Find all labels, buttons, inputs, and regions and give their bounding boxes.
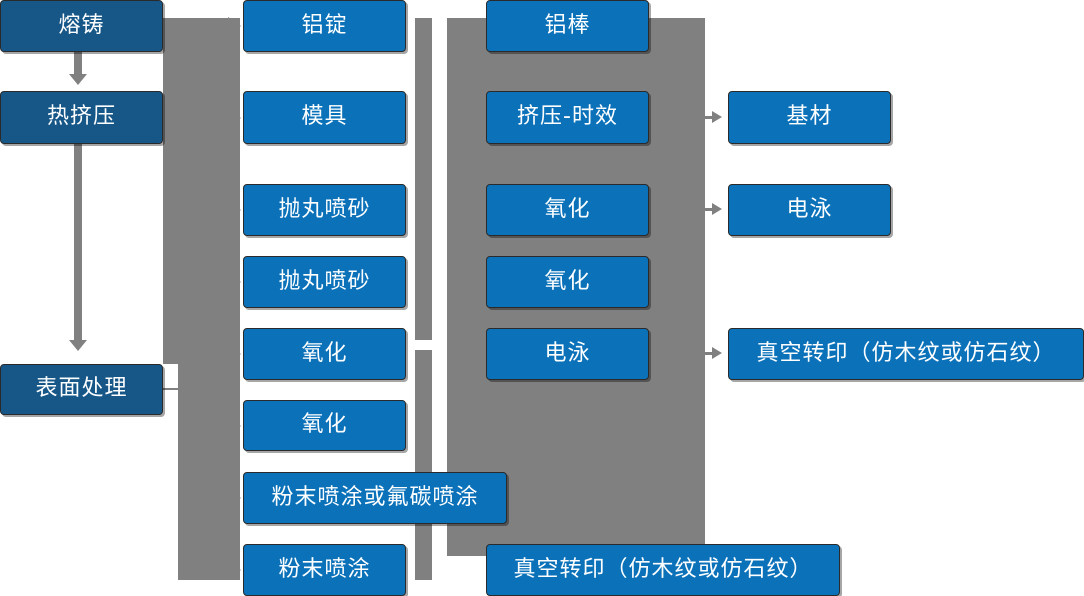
connector-arrow-down-extrusion [69,340,87,351]
connector-left-trunk-bottom [178,364,240,580]
connector-arrow-to-c2-3 [228,201,241,219]
connector-arrow-to-c4-1 [712,111,722,123]
connector-notch-3 [432,184,447,202]
connector-arrow-to-c4-3 [712,347,722,359]
product-box-substrate[interactable]: 基材 [728,91,891,144]
process-box-aluminum-bar[interactable]: 铝棒 [486,0,649,52]
process-box-mold[interactable]: 模具 [243,91,406,144]
process-box-shot-blasting-1[interactable]: 抛丸喷砂 [243,184,406,236]
process-box-oxidation-c2-2[interactable]: 氧化 [243,400,406,451]
process-box-electrophoresis-c3[interactable]: 电泳 [486,328,649,380]
connector-notch-5 [432,241,447,338]
connector-mid-bus-lower [415,350,432,580]
process-box-aluminum-ingot[interactable]: 铝锭 [243,0,406,52]
connector-surface-treatment-stub [163,388,185,390]
connector-arrow-to-c2-2 [228,109,241,127]
connector-tail-to-c4-3 [705,352,717,355]
connector-notch-2 [432,127,447,182]
stage-box-surface-treatment[interactable]: 表面处理 [0,364,163,415]
connector-arrow-to-c2-4 [228,273,241,291]
connector-arrow-to-c2-1 [228,17,241,35]
connector-stage1-stage2-line [74,52,82,76]
connector-left-trunk-top [163,18,240,364]
process-box-shot-blasting-2[interactable]: 抛丸喷砂 [243,256,406,308]
process-box-extrusion-aging[interactable]: 挤压-时效 [486,91,649,144]
connector-arrow-to-c2-8 [228,561,241,579]
connector-notch-1 [432,18,447,125]
connector-arrow-down-melting [69,74,87,85]
stage-box-hot-extrusion[interactable]: 热挤压 [0,91,163,144]
connector-arrow-to-c2-7 [228,489,241,507]
connector-tail-to-c4-1 [705,116,717,119]
connector-arrow-to-c2-6 [228,417,241,435]
connector-notch-6 [432,352,447,555]
connector-arrow-to-c2-5 [228,345,241,363]
connector-arrow-to-c4-2 [712,203,722,215]
process-box-vacuum-transfer-c3[interactable]: 真空转印（仿木纹或仿石纹） [486,544,840,596]
process-box-oxidation-c2-1[interactable]: 氧化 [243,328,406,380]
connector-mid-bus-upper [415,18,432,340]
product-box-electrophoresis[interactable]: 电泳 [728,184,891,236]
connector-tail-to-c4-2 [705,208,717,211]
process-box-oxidation-c3-2[interactable]: 氧化 [486,256,649,308]
connector-stage2-stage3-line [74,144,82,342]
product-box-vacuum-transfer[interactable]: 真空转印（仿木纹或仿石纹） [728,328,1084,380]
process-box-oxidation-c3-1[interactable]: 氧化 [486,184,649,236]
process-box-powder-coating[interactable]: 粉末喷涂 [243,544,406,596]
stage-box-melting[interactable]: 熔铸 [0,0,163,52]
connector-notch-4 [432,204,447,239]
process-box-powder-or-fluorocarbon-coating[interactable]: 粉末喷涂或氟碳喷涂 [243,472,507,524]
